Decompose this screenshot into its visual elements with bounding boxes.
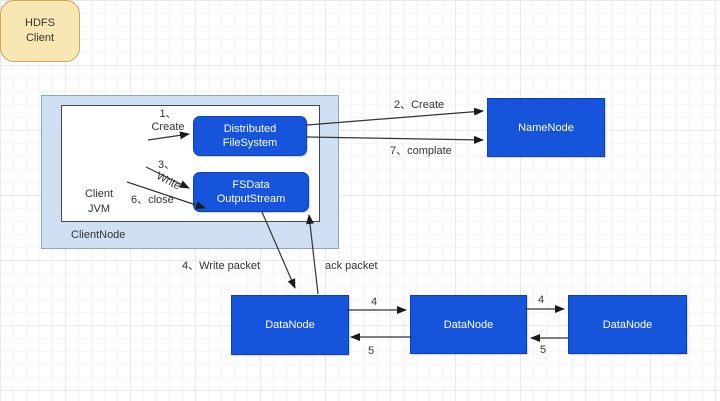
distributed-filesystem-node[interactable]: Distributed FileSystem bbox=[193, 116, 307, 156]
client-jvm-label-line2: JVM bbox=[88, 203, 110, 215]
client-jvm-label: Client JVM bbox=[76, 187, 122, 217]
edge-label-ack-packet: ack packet bbox=[325, 260, 378, 272]
edge-label-step2: 2、Create bbox=[394, 99, 445, 111]
edge-label-pipeline-ack-2: 5 bbox=[540, 344, 547, 356]
datanode-1-label: DataNode bbox=[265, 319, 315, 331]
fsdata-outputstream-label-line1: FSData bbox=[232, 179, 270, 191]
hdfs-client-label-line2: Client bbox=[25, 32, 55, 44]
datanode-3-label: DataNode bbox=[602, 318, 653, 331]
hdfs-client-node[interactable]: HDFS Client bbox=[0, 0, 80, 62]
datanode-1-node[interactable]: DataNode bbox=[231, 295, 349, 355]
hdfs-client-label-line1: HDFS bbox=[25, 17, 55, 29]
edge-label-step1-verb: Create bbox=[151, 121, 185, 133]
edge-label-write-packet: 4、Write packet bbox=[182, 260, 261, 272]
datanode-3-node[interactable]: DataNode bbox=[568, 295, 687, 354]
edge-label-pipeline-forward-2: 4 bbox=[538, 294, 545, 306]
edge-label-step1-num: 1、 bbox=[159, 108, 177, 120]
namenode-label: NameNode bbox=[518, 121, 574, 134]
edge-label-step7: 7、complate bbox=[390, 145, 452, 157]
namenode-node[interactable]: NameNode bbox=[487, 98, 605, 157]
client-jvm-label-line1: Client bbox=[84, 188, 114, 200]
datanode-2-node[interactable]: DataNode bbox=[410, 295, 527, 354]
edge-label-step1: 1、 Create bbox=[146, 108, 190, 134]
edge-label-pipeline-forward-1: 4 bbox=[371, 296, 378, 308]
datanode-2-label: DataNode bbox=[443, 318, 494, 331]
distributed-filesystem-label-line1: Distributed bbox=[223, 123, 277, 135]
distributed-filesystem-label-line2: FileSystem bbox=[222, 137, 278, 149]
fsdata-outputstream-node[interactable]: FSData OutputStream bbox=[193, 172, 309, 212]
edge-label-step6: 6、close bbox=[131, 194, 174, 206]
fsdata-outputstream-label-line2: OutputStream bbox=[216, 193, 286, 205]
edge-label-pipeline-ack-1: 5 bbox=[368, 345, 375, 357]
clientnode-label: ClientNode bbox=[71, 229, 126, 241]
